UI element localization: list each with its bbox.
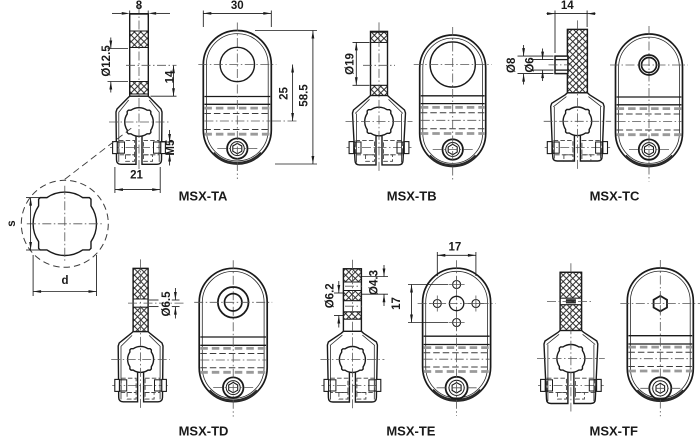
svg-text:Ø12.5: Ø12.5 xyxy=(101,45,113,77)
svg-text:Ø4.3: Ø4.3 xyxy=(368,270,380,295)
svg-text:Ø6.2: Ø6.2 xyxy=(324,283,336,308)
svg-text:21: 21 xyxy=(130,169,143,181)
svg-text:17: 17 xyxy=(391,297,403,310)
svg-text:8: 8 xyxy=(136,0,143,12)
svg-text:25: 25 xyxy=(279,87,291,100)
svg-text:30: 30 xyxy=(231,0,244,12)
svg-text:14: 14 xyxy=(164,70,176,83)
svg-text:14: 14 xyxy=(561,0,574,12)
svg-text:MSX-TC: MSX-TC xyxy=(590,189,640,204)
svg-text:s: s xyxy=(6,220,18,226)
svg-text:MSX-TE: MSX-TE xyxy=(386,423,435,438)
svg-text:d: d xyxy=(61,275,68,287)
svg-text:Ø6.5: Ø6.5 xyxy=(161,291,173,317)
svg-text:MSX-TF: MSX-TF xyxy=(590,423,638,438)
svg-text:58.5: 58.5 xyxy=(299,84,311,107)
svg-text:17: 17 xyxy=(449,241,462,253)
svg-text:MSX-TA: MSX-TA xyxy=(179,189,228,204)
svg-text:Ø8: Ø8 xyxy=(506,57,518,73)
svg-text:Ø19: Ø19 xyxy=(345,53,357,75)
svg-text:Ø6: Ø6 xyxy=(524,57,536,72)
svg-text:MSX-TD: MSX-TD xyxy=(179,423,229,438)
svg-text:M5: M5 xyxy=(165,139,177,156)
svg-text:MSX-TB: MSX-TB xyxy=(387,189,437,204)
